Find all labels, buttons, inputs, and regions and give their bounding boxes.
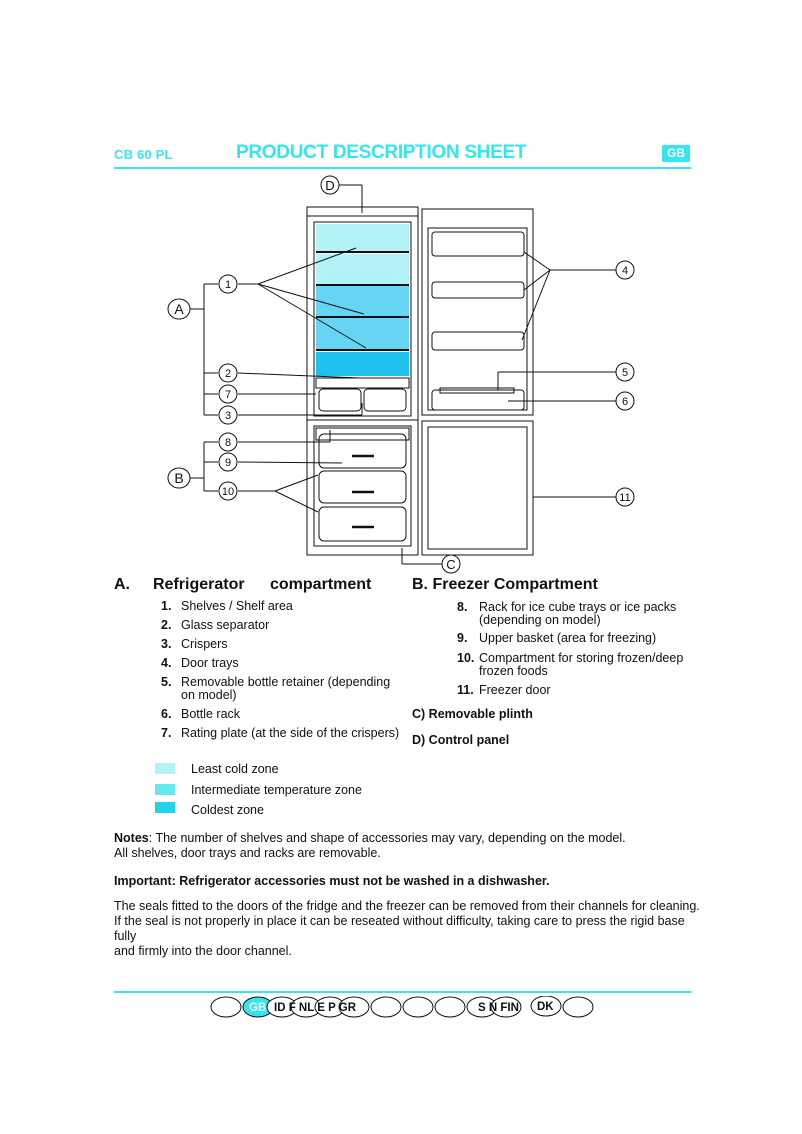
notes-line-1: : The number of shelves and shape of acc… xyxy=(148,831,626,845)
footer-rule xyxy=(114,991,691,993)
legend-swatch-intermediate xyxy=(155,784,175,795)
zone-coldest xyxy=(316,352,409,376)
seals-line-1: The seals fitted to the doors of the fri… xyxy=(114,899,700,913)
callout-c: C xyxy=(441,554,461,574)
lang-oval-1 xyxy=(210,996,242,1018)
callout-d-label: D xyxy=(325,178,334,193)
callout-6: 6 xyxy=(615,391,635,411)
removable-plinth-label: C) Removable plinth xyxy=(412,707,533,721)
callout-4: 4 xyxy=(615,260,635,280)
svg-text:1: 1 xyxy=(225,279,231,291)
notes-line-2: All shelves, door trays and racks are re… xyxy=(114,846,381,860)
callout-d: D xyxy=(320,175,340,195)
callout-10: 10 xyxy=(218,481,238,501)
important-notice: Important: Refrigerator accessories must… xyxy=(114,874,550,888)
language-badge: GB xyxy=(662,145,690,162)
callout-11: 11 xyxy=(615,487,635,507)
callout-3: 3 xyxy=(218,405,238,425)
notes-label: Notes xyxy=(114,831,149,845)
legend-label-coldest: Coldest zone xyxy=(191,803,264,817)
callout-7: 7 xyxy=(218,384,238,404)
seals-line-2: If the seal is not properly in place it … xyxy=(114,914,685,943)
svg-text:9: 9 xyxy=(225,457,231,469)
svg-text:4: 4 xyxy=(622,265,628,277)
notes-paragraph: Notes: The number of shelves and shape o… xyxy=(114,831,694,861)
svg-text:6: 6 xyxy=(622,396,628,408)
callout-2: 2 xyxy=(218,363,238,383)
svg-text:10: 10 xyxy=(222,486,234,498)
svg-text:3: 3 xyxy=(225,410,231,422)
lang-group-1[interactable]: ID F NL E P GR xyxy=(274,1002,357,1014)
freezer-door xyxy=(421,420,534,556)
zone-least-cold-2 xyxy=(316,254,409,284)
header-rule xyxy=(114,167,691,169)
section-a-title-2: compartment xyxy=(270,576,372,593)
callout-a-label: A xyxy=(174,301,184,317)
callout-a: A xyxy=(167,298,191,320)
lang-dk[interactable]: DK xyxy=(537,1001,554,1013)
svg-text:5: 5 xyxy=(622,367,628,379)
section-a-title: Refrigerator xyxy=(153,576,245,593)
callout-5: 5 xyxy=(615,362,635,382)
callout-c-label: C xyxy=(446,557,455,572)
callout-8: 8 xyxy=(218,432,238,452)
zone-intermediate-2 xyxy=(316,318,409,349)
callout-9: 9 xyxy=(218,452,238,472)
page-title: PRODUCT DESCRIPTION SHEET xyxy=(236,142,527,163)
svg-text:2: 2 xyxy=(225,368,231,380)
model-code: CB 60 PL xyxy=(114,147,173,162)
language-selector: GB ID F NL E P GR S N FIN DK xyxy=(210,996,594,1018)
callout-1: 1 xyxy=(218,274,238,294)
legend-label-least-cold: Least cold zone xyxy=(191,762,279,776)
fridge-diagram: D A B C 1 2 7 3 8 9 10 4 5 6 11 xyxy=(167,175,635,574)
callout-b-label: B xyxy=(174,470,183,486)
svg-text:11: 11 xyxy=(619,492,630,504)
svg-text:8: 8 xyxy=(225,437,231,449)
callout-b: B xyxy=(167,467,191,489)
svg-text:7: 7 xyxy=(225,389,231,401)
seals-paragraph: The seals fitted to the doors of the fri… xyxy=(114,899,704,959)
lang-gb[interactable]: GB xyxy=(249,1002,266,1014)
zone-least-cold xyxy=(316,224,409,252)
zone-intermediate xyxy=(316,286,409,316)
section-b-title: B. Freezer Compartment xyxy=(412,576,598,593)
section-a-label: A. xyxy=(114,576,130,593)
legend-label-intermediate: Intermediate temperature zone xyxy=(191,783,362,797)
fridge-door xyxy=(421,208,534,416)
legend-swatch-coldest xyxy=(155,802,175,813)
legend-swatch-least-cold xyxy=(155,763,175,774)
control-panel-label: D) Control panel xyxy=(412,733,510,747)
lang-group-2[interactable]: S N FIN xyxy=(478,1002,519,1014)
seals-line-3: and firmly into the door channel. xyxy=(114,944,292,958)
